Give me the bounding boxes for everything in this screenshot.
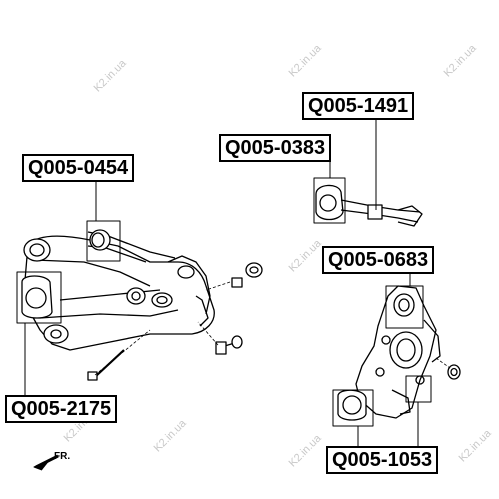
part-label-q005-2175: Q005-2175 — [5, 395, 118, 423]
part-label-q005-1491: Q005-1491 — [302, 92, 415, 120]
knuckle-drawing — [337, 285, 461, 421]
lower-control-arm-drawing — [21, 229, 263, 381]
toe-link-drawing — [315, 184, 423, 227]
part-label-q005-0683: Q005-0683 — [322, 246, 435, 274]
front-direction-label: FR. — [54, 451, 71, 462]
part-label-q005-0383: Q005-0383 — [219, 134, 332, 162]
part-label-q005-0454: Q005-0454 — [22, 154, 135, 182]
front-direction-arrow — [33, 454, 59, 471]
part-label-q005-1053: Q005-1053 — [326, 446, 439, 474]
